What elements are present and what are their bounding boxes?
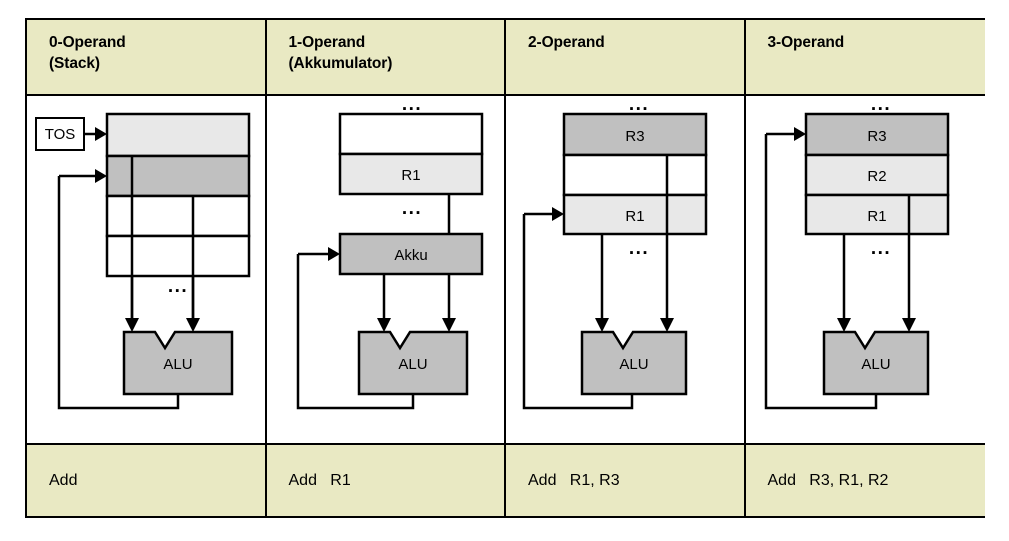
writeback-arrowhead-icon xyxy=(552,207,564,221)
table-diagram-row: ... TOS ALU xyxy=(27,96,985,445)
register-cell-r3 xyxy=(804,112,949,157)
header-cell-0-operand: 0-Operand (Stack) xyxy=(27,20,267,94)
arrowhead-right-icon xyxy=(441,318,456,332)
arrowhead-right-icon xyxy=(901,318,916,332)
alu-label: ALU xyxy=(163,356,192,373)
top-ellipsis: ... xyxy=(629,96,649,115)
register-label-r2: R2 xyxy=(867,168,886,185)
diagram-stack: ... TOS ALU xyxy=(27,96,267,443)
register-label-r1: R1 xyxy=(625,208,644,225)
operand-comparison-table: 0-Operand (Stack) 1-Operand (Akkumulator… xyxy=(25,18,985,518)
stack-cell-tos xyxy=(105,112,251,158)
writeback-path xyxy=(522,214,634,410)
diagram-accumulator: ... R1 ... Akku xyxy=(266,96,506,443)
writeback-arrowhead-icon xyxy=(793,127,806,141)
register-label-r3: R3 xyxy=(625,128,644,145)
alu-label: ALU xyxy=(398,356,427,373)
register-cell-blank xyxy=(562,153,708,197)
stack-cell-4 xyxy=(105,234,251,278)
diagram-two-operand: ... R3 R1 ... xyxy=(506,96,746,443)
register-label-r1: R1 xyxy=(867,208,886,225)
mid-ellipsis: ... xyxy=(870,238,890,259)
register-label-r3: R3 xyxy=(867,128,886,145)
alu-label: ALU xyxy=(861,356,890,373)
instruction-cell-0-operand: Add xyxy=(27,445,267,516)
header-cell-1-operand: 1-Operand (Akkumulator) xyxy=(266,20,506,94)
stack-cell-3 xyxy=(105,194,251,238)
akku-label: Akku xyxy=(394,247,427,264)
tos-label: TOS xyxy=(45,126,76,143)
header-line2: (Akkumulator) xyxy=(288,55,393,73)
writeback-path xyxy=(764,134,877,410)
header-line1: 0-Operand xyxy=(49,34,126,51)
operand-line-ext xyxy=(130,309,195,320)
alu-shape xyxy=(580,330,688,396)
arrowhead-left-icon xyxy=(836,318,851,332)
instruction-cell-1-operand: Add R1 xyxy=(266,445,506,516)
instruction-cell-3-operand: Add R3, R1, R2 xyxy=(745,445,985,516)
mid-ellipsis: ... xyxy=(401,198,421,219)
register-cell-r1 xyxy=(338,152,483,196)
arrowhead-right-icon xyxy=(186,318,200,332)
diagram-three-operand: ... R3 R2 R1 ... xyxy=(745,96,985,443)
register-cell-r1 xyxy=(562,193,708,236)
writeback-arrowhead-icon xyxy=(95,169,107,183)
tos-arrowhead-icon xyxy=(95,127,107,141)
header-line2: (Stack) xyxy=(49,55,100,73)
header-line1: 2-Operand xyxy=(528,34,605,51)
top-ellipsis: ... xyxy=(870,96,890,115)
register-cell-blank xyxy=(338,112,483,156)
instruction-cell-2-operand: Add R1, R3 xyxy=(506,445,746,516)
table-instruction-row: Add Add R1 Add R1, R3 Add R3, R1, R2 xyxy=(27,445,985,516)
stack-ellipsis: ... xyxy=(168,276,188,297)
register-cell-r1 xyxy=(804,193,949,236)
header-cell-2-operand: 2-Operand xyxy=(506,20,746,94)
header-cell-3-operand: 3-Operand xyxy=(745,20,985,94)
tos-box xyxy=(35,117,85,151)
register-cell-r2 xyxy=(804,153,949,197)
top-ellipsis: ... xyxy=(401,96,421,115)
header-line1: 3-Operand xyxy=(767,34,845,51)
alu-shape xyxy=(357,330,468,396)
arrowhead-left-icon xyxy=(125,318,139,332)
alu-shape xyxy=(822,330,929,396)
mid-ellipsis: ... xyxy=(629,238,649,259)
arrowhead-left-icon xyxy=(376,318,391,332)
stack-cell-operand xyxy=(105,154,251,198)
table-header-row: 0-Operand (Stack) 1-Operand (Akkumulator… xyxy=(27,20,985,96)
writeback-arrowhead-icon xyxy=(327,247,340,261)
register-cell-r3 xyxy=(562,112,708,157)
writeback-path xyxy=(57,176,180,410)
writeback-path xyxy=(296,254,414,410)
alu-label: ALU xyxy=(619,356,648,373)
arrowhead-right-icon xyxy=(660,318,674,332)
arrowhead-left-icon xyxy=(595,318,609,332)
header-line1: 1-Operand xyxy=(288,34,366,51)
register-label-r1: R1 xyxy=(401,167,420,184)
alu-shape xyxy=(122,330,234,396)
